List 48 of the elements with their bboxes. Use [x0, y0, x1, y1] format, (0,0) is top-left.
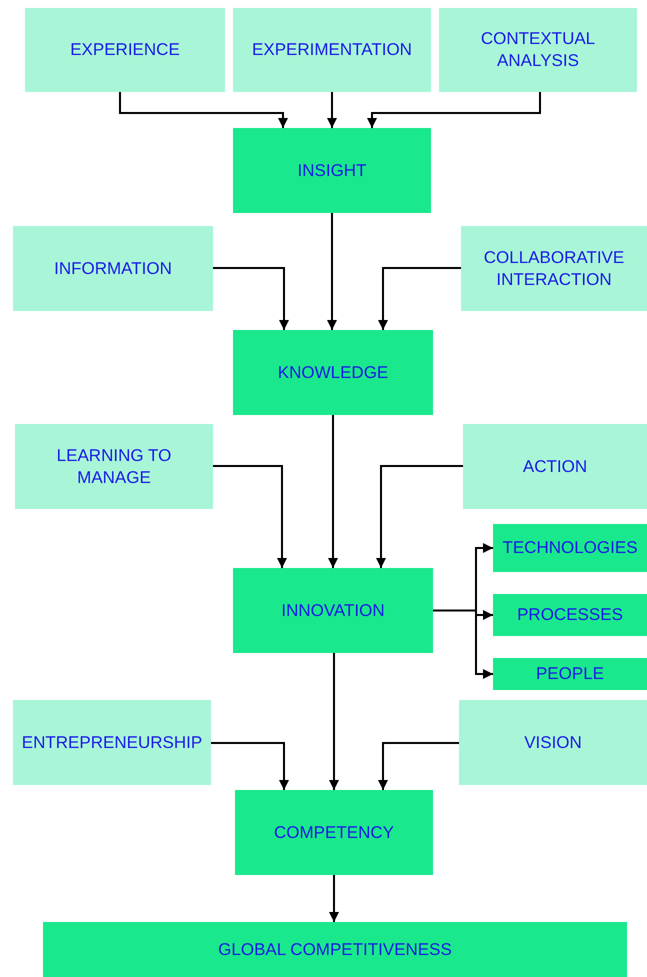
box-label: VISION [524, 732, 582, 754]
box-label: INFORMATION [54, 258, 172, 280]
process-box [459, 700, 647, 785]
arrow [327, 92, 337, 128]
process-box [43, 922, 627, 977]
arrow [329, 875, 339, 922]
box-label: COLLABORATIVE INTERACTION [482, 246, 626, 290]
arrow [213, 465, 287, 568]
box-label: GLOBAL COMPETITIVENESS [218, 938, 452, 960]
arrow [327, 213, 337, 330]
process-box [233, 330, 433, 415]
arrow [329, 653, 339, 790]
box-label: EXPERIENCE [70, 39, 180, 61]
box-label: PROCESSES [517, 604, 623, 626]
process-box [13, 700, 211, 785]
arrow [433, 610, 493, 679]
box-label: INNOVATION [281, 600, 385, 622]
process-box [463, 424, 647, 509]
arrow [211, 742, 289, 790]
arrow [367, 92, 541, 128]
process-box [25, 8, 225, 92]
box-label: LEARNING TO MANAGE [56, 444, 172, 488]
process-box [233, 568, 433, 653]
process-box [235, 790, 433, 875]
arrow [378, 742, 459, 790]
box-label: ACTION [522, 456, 588, 478]
box-label: EXPERIMENTATION [252, 39, 412, 61]
arrow [378, 267, 461, 330]
process-box [233, 128, 431, 213]
box-label: TECHNOLOGIES [502, 537, 638, 559]
process-box [461, 226, 647, 311]
box-label: ENTREPRENEURSHIP [22, 732, 202, 754]
box-label: CONTEXTUAL ANALYSIS [480, 28, 596, 72]
box-label: INSIGHT [298, 160, 366, 182]
box-label: COMPETENCY [274, 822, 394, 844]
arrow [213, 267, 289, 330]
process-box [493, 524, 647, 572]
box-label: PEOPLE [536, 663, 604, 685]
arrow [376, 465, 463, 568]
box-label: KNOWLEDGE [278, 362, 388, 384]
process-box [233, 8, 431, 92]
arrow [328, 415, 338, 568]
process-box [439, 8, 637, 92]
process-box [13, 226, 213, 311]
process-box [493, 658, 647, 690]
arrow [119, 92, 288, 128]
process-box [493, 594, 647, 636]
process-box [15, 424, 213, 509]
